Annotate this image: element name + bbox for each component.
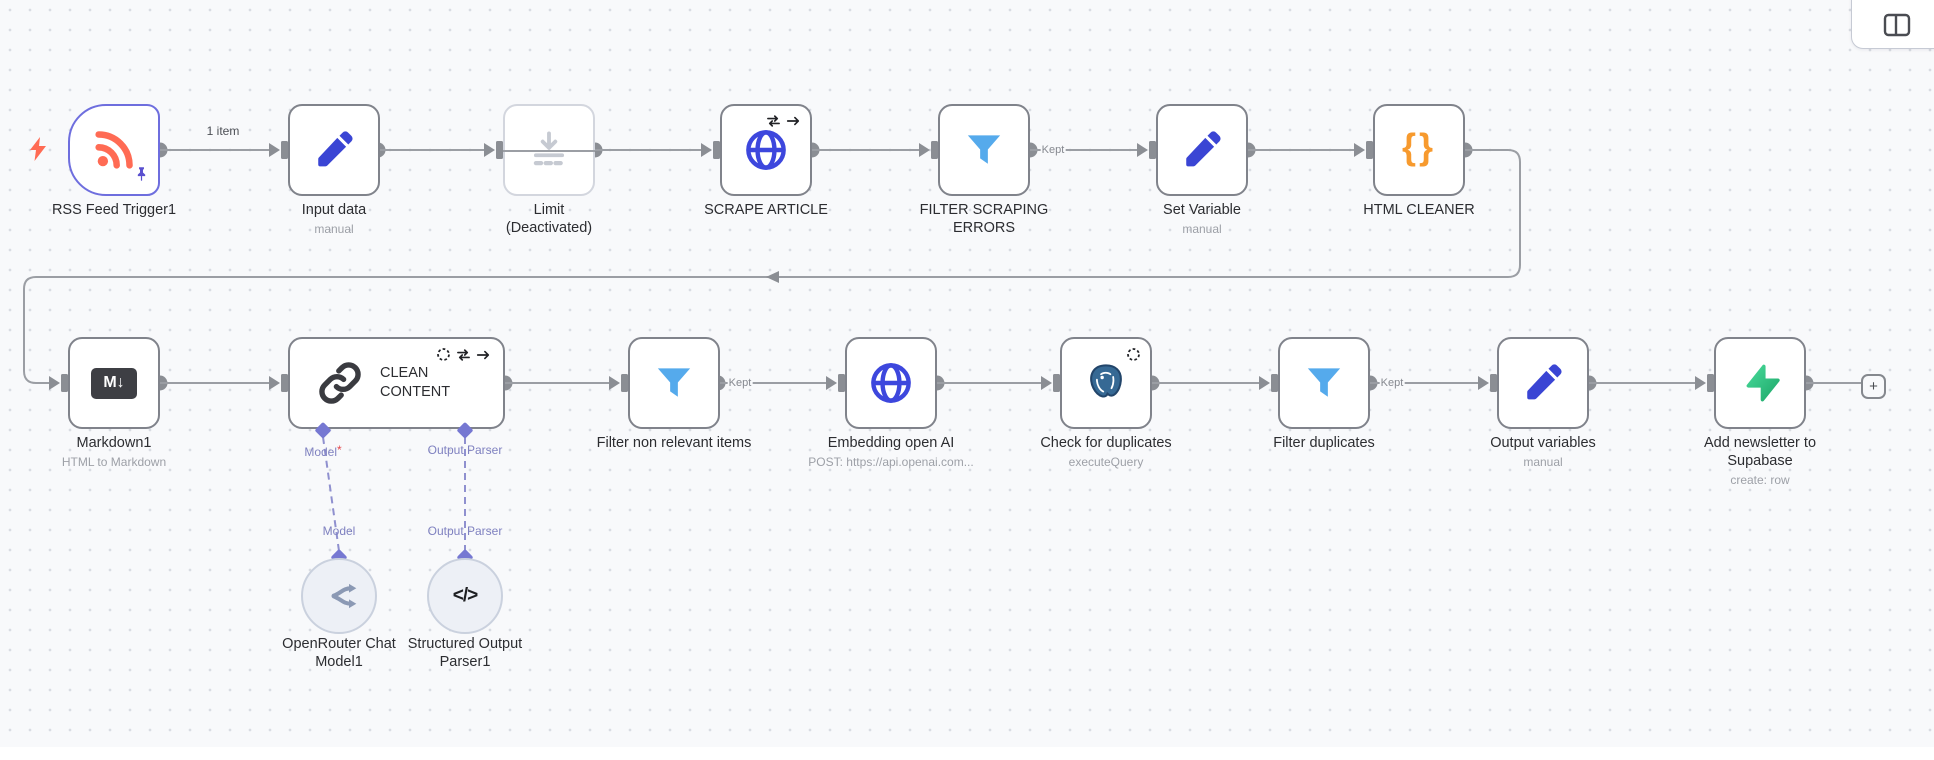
node-label: RSS Feed Trigger1 bbox=[51, 202, 177, 218]
postgres-icon bbox=[1090, 364, 1122, 398]
node-settings-icons bbox=[436, 347, 491, 362]
node-limit[interactable]: Limit (Deactivated) bbox=[503, 104, 595, 236]
panel-toggle-button[interactable] bbox=[1851, 0, 1934, 49]
node-filter-duplicates[interactable]: Filter duplicates bbox=[1273, 337, 1375, 451]
node-settings-icons bbox=[765, 114, 801, 128]
limit-icon bbox=[533, 131, 565, 166]
globe-icon bbox=[871, 363, 911, 403]
panel-right-icon bbox=[1883, 13, 1911, 37]
kept-branch-label: Kept bbox=[1379, 376, 1405, 390]
node-subtitle: manual bbox=[314, 222, 354, 236]
node-label: Embedding open AI bbox=[827, 435, 955, 451]
node-clean-content[interactable]: CLEAN CONTENT bbox=[288, 337, 505, 429]
sub-node-label: OpenRouter Chat Model1 bbox=[282, 636, 396, 670]
node-scrape-article[interactable]: SCRAPE ARTICLE bbox=[704, 104, 828, 218]
deactivated-status: (Deactivated) bbox=[505, 219, 593, 236]
arrow-right-icon bbox=[476, 350, 490, 359]
globe-icon bbox=[746, 130, 786, 170]
connection-item-count: 1 item bbox=[206, 124, 240, 138]
port-label-model: Model* bbox=[304, 443, 342, 459]
add-node-button[interactable]: + bbox=[1861, 374, 1886, 399]
node-subtitle: HTML to Markdown bbox=[61, 455, 167, 469]
node-label: Set Variable bbox=[1163, 202, 1241, 218]
node-subtitle: POST: https://api.openai.com... bbox=[808, 455, 974, 469]
node-label: Filter non relevant items bbox=[596, 435, 752, 451]
canvas-edge bbox=[0, 747, 1934, 760]
node-inner-title: CLEAN CONTENT bbox=[380, 365, 451, 400]
node-label: SCRAPE ARTICLE bbox=[704, 202, 828, 218]
openrouter-icon bbox=[331, 583, 357, 609]
port-label-output-parser: Output Parser bbox=[427, 524, 503, 538]
plus-icon: + bbox=[1869, 378, 1878, 395]
supabase-icon bbox=[1746, 364, 1780, 402]
edit-pencil-icon bbox=[318, 131, 353, 167]
sub-node-label: Structured Output Parser1 bbox=[407, 636, 523, 670]
repeat-icon bbox=[767, 115, 780, 127]
funnel-icon bbox=[1307, 368, 1341, 397]
node-embedding-open-ai[interactable]: Embedding open AI POST: https://api.open… bbox=[808, 337, 974, 469]
chain-link-icon bbox=[319, 362, 361, 404]
node-label: Limit (Deactivated) bbox=[505, 202, 593, 236]
code-icon: </> bbox=[452, 585, 479, 606]
curly-braces-icon: {} bbox=[1401, 126, 1437, 167]
node-label: Add newsletter to Supabase bbox=[1703, 435, 1817, 469]
node-markdown1[interactable]: M↓ Markdown1 HTML to Markdown bbox=[62, 337, 166, 469]
sub-node-structured-output-parser1[interactable]: </> bbox=[427, 558, 503, 634]
repeat-icon bbox=[457, 348, 470, 361]
dashed-circle-icon bbox=[437, 348, 450, 361]
edit-pencil-icon bbox=[1527, 364, 1562, 400]
node-label: Input data bbox=[301, 202, 367, 218]
node-filter-scraping-errors[interactable]: FILTER SCRAPING ERRORS bbox=[920, 104, 1048, 236]
node-label: HTML CLEANER bbox=[1363, 202, 1475, 218]
edit-pencil-icon bbox=[1186, 131, 1221, 167]
kept-branch-label: Kept bbox=[727, 376, 753, 390]
port-label-model: Model bbox=[322, 524, 356, 538]
trigger-lightning-icon bbox=[30, 137, 47, 166]
arrow-right-icon bbox=[786, 116, 800, 126]
node-subtitle: executeQuery bbox=[1068, 455, 1144, 469]
node-label: Filter duplicates bbox=[1273, 435, 1375, 451]
funnel-icon bbox=[967, 135, 1001, 164]
pin-icon bbox=[134, 166, 149, 187]
kept-branch-label: Kept bbox=[1040, 143, 1066, 157]
node-output-variables[interactable]: Output variables manual bbox=[1490, 337, 1596, 469]
node-settings-icons bbox=[1126, 347, 1141, 362]
node-set-variable[interactable]: Set Variable manual bbox=[1156, 104, 1248, 236]
node-label: Markdown1 bbox=[76, 435, 152, 451]
markdown-icon: M↓ bbox=[91, 367, 137, 399]
node-label: FILTER SCRAPING ERRORS bbox=[919, 202, 1049, 236]
required-mark: * bbox=[337, 443, 342, 457]
port-label-output-parser: Output Parser bbox=[427, 443, 503, 457]
node-subtitle: create: row bbox=[1730, 473, 1790, 487]
funnel-icon bbox=[657, 368, 691, 397]
rss-icon bbox=[95, 131, 133, 169]
node-rss-feed-trigger[interactable]: RSS Feed Trigger1 bbox=[52, 104, 176, 218]
passthrough-wire bbox=[503, 150, 595, 152]
node-label: Output variables bbox=[1490, 435, 1596, 451]
node-html-cleaner[interactable]: {} HTML CLEANER bbox=[1363, 104, 1475, 218]
node-filter-non-relevant-items[interactable]: Filter non relevant items bbox=[597, 337, 751, 451]
dashed-circle-icon bbox=[1127, 348, 1140, 361]
node-check-for-duplicates[interactable]: Check for duplicates executeQuery bbox=[1040, 337, 1172, 469]
node-subtitle: manual bbox=[1182, 222, 1222, 236]
node-input-data[interactable]: Input data manual bbox=[288, 104, 380, 236]
sub-node-openrouter-chat-model1[interactable] bbox=[301, 558, 377, 634]
node-add-newsletter-to-supabase[interactable]: Add newsletter to Supabase create: row bbox=[1704, 337, 1816, 487]
node-subtitle: manual bbox=[1523, 455, 1563, 469]
node-label: Check for duplicates bbox=[1040, 435, 1172, 451]
